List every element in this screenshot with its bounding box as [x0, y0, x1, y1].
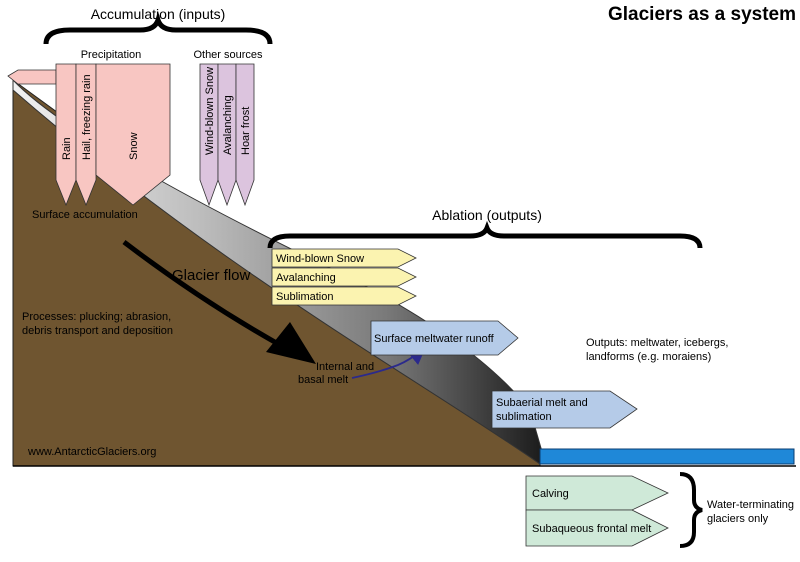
water-terminating-line1: Water-terminating — [707, 499, 794, 511]
rain-label: Rain — [61, 137, 73, 160]
calving-label: Calving — [532, 488, 569, 500]
internal-melt-line1: Internal and — [316, 361, 374, 373]
surface-meltwater-runoff-arrow — [370, 320, 519, 356]
accumulation-brace — [43, 11, 273, 45]
internal-melt-line2: basal melt — [298, 374, 348, 386]
water-body — [539, 448, 795, 465]
surface-meltwater-runoff-label: Surface meltwater runoff — [374, 333, 495, 345]
subaerial-melt-line1: Subaerial melt and — [496, 397, 588, 409]
ablation-sublimation-label: Sublimation — [276, 291, 333, 303]
hoar-frost-arrow — [235, 63, 255, 207]
subaerial-melt-arrow — [491, 390, 638, 429]
wind-blown-snow-label: Wind-blown Snow — [204, 67, 216, 155]
subaqueous-melt-arrow — [525, 509, 669, 547]
ablation-sublimation-arrow — [271, 286, 417, 306]
outputs-note-line2: landforms (e.g. moraiens) — [586, 351, 711, 363]
glacier-flow-arrowhead — [266, 322, 316, 364]
wind-blown-snow-arrow — [199, 63, 219, 207]
subaqueous-melt-label: Subaqueous frontal melt — [532, 523, 651, 535]
precipitation-label: Precipitation — [81, 49, 142, 61]
glacier-flow-label: Glacier flow — [172, 267, 251, 284]
avalanching-label: Avalanching — [222, 95, 234, 155]
ablation-avalanching-arrow — [271, 267, 417, 287]
other-sources-label: Other sources — [193, 49, 263, 61]
hail-arrow — [75, 63, 97, 207]
rain-arrow — [55, 63, 77, 207]
ablation-wind-blown-snow-arrow — [271, 248, 417, 268]
hail-label: Hail, freezing rain — [81, 74, 93, 160]
snow-label: Snow — [128, 132, 140, 160]
glacier-flow-arrow — [122, 240, 282, 348]
ablation-wind-blown-snow-label: Wind-blown Snow — [276, 253, 364, 265]
ablation-brace — [267, 220, 703, 249]
subaerial-melt-line2: sublimation — [496, 411, 552, 423]
processes-line1: Processes: plucking; abrasion, — [22, 311, 171, 323]
avalanching-arrow — [217, 63, 237, 207]
processes-line2: debris transport and deposition — [22, 325, 173, 337]
accumulation-heading: Accumulation (inputs) — [91, 6, 226, 22]
water-terminating-line2: glaciers only — [707, 513, 769, 525]
outputs-note-line1: Outputs: meltwater, icebergs, — [586, 337, 728, 349]
surface-accumulation-label: Surface accumulation — [32, 209, 138, 221]
ablation-heading: Ablation (outputs) — [432, 207, 542, 223]
side-tab — [7, 69, 57, 85]
hoar-frost-label: Hoar frost — [240, 107, 252, 155]
snow-arrow — [95, 63, 171, 206]
ablation-avalanching-label: Avalanching — [276, 272, 336, 284]
calving-arrow — [525, 475, 669, 511]
diagram-title: Glaciers as a system — [608, 4, 796, 25]
water-terminating-brace — [679, 472, 703, 548]
website-credit: www.AntarcticGlaciers.org — [27, 446, 156, 458]
